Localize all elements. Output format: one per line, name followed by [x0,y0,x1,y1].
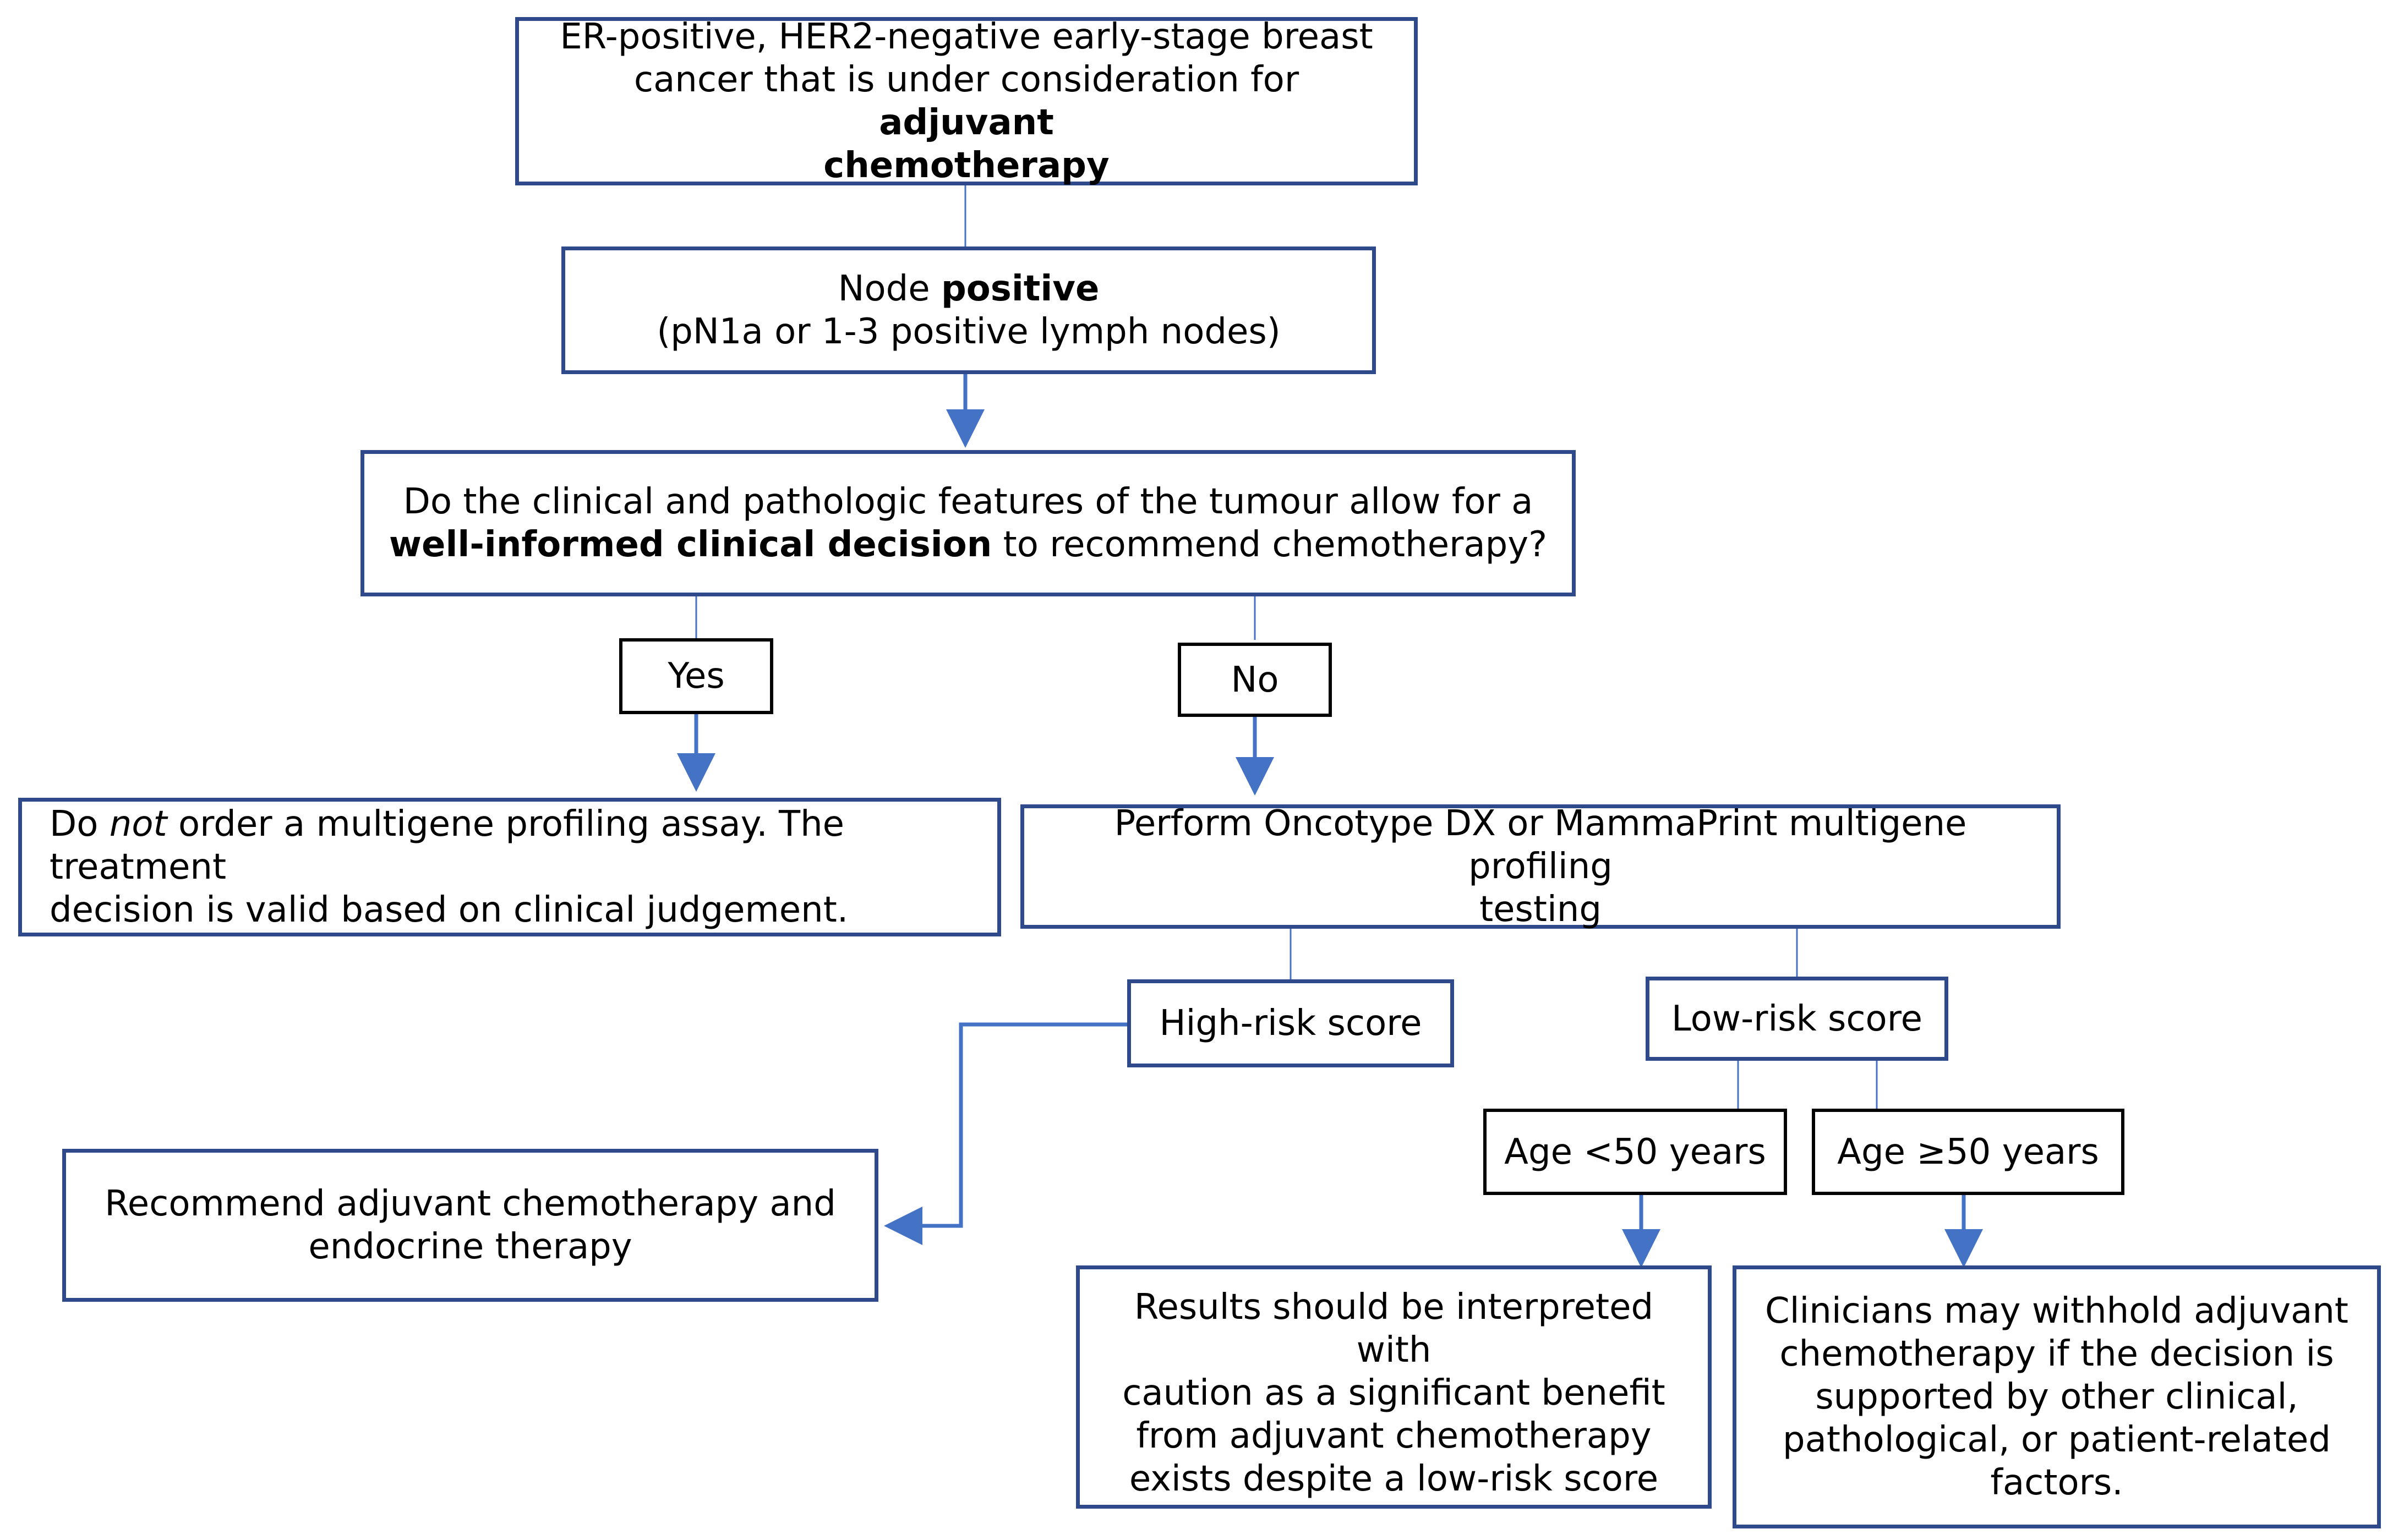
perform-line1: Perform Oncotype DX or MammaPrint multig… [1114,803,1967,887]
start-box: ER-positive, HER2-negative early-stage b… [515,17,1418,186]
node-positive-line2: (pN1a or 1-3 positive lymph nodes) [657,311,1281,352]
question-box: Do the clinical and pathologic features … [360,450,1576,596]
do-not-line2: decision is valid based on clinical judg… [50,890,849,930]
under-result-line1: Results should be interpreted with [1134,1287,1654,1371]
age-over-text: Age ≥50 years [1837,1131,2099,1172]
yes-text: Yes [668,656,725,697]
node-positive-box: Node positive (pN1a or 1-3 positive lymp… [561,246,1376,374]
start-line1: ER-positive, HER2-negative early-stage b… [560,17,1373,57]
no-text: No [1231,659,1279,700]
recommend-box: Recommend adjuvant chemotherapy and endo… [62,1149,878,1302]
over-result-line5: factors. [1990,1462,2123,1503]
no-label: No [1178,643,1332,717]
high-risk-text: High-risk score [1159,1003,1422,1044]
do-not-post: order a multigene profiling assay. The t… [50,804,845,887]
node-positive-bold: positive [941,268,1100,309]
recommend-line1: Recommend adjuvant chemotherapy and [105,1183,836,1224]
yes-label: Yes [619,638,773,714]
do-not-order-box: Do not order a multigene profiling assay… [18,798,1001,936]
over-50-result-box: Clinicians may withhold adjuvant chemoth… [1733,1265,2381,1528]
age-under-50-label: Age <50 years [1483,1109,1787,1195]
start-bold-adjuvant: adjuvant [879,102,1054,143]
over-result-line2: chemotherapy if the decision is [1779,1334,2334,1374]
question-line2-post: to recommend chemotherapy? [1003,524,1548,565]
low-risk-text: Low-risk score [1671,998,1922,1039]
over-result-line1: Clinicians may withhold adjuvant [1765,1291,2348,1331]
under-50-result-box: Results should be interpreted with cauti… [1076,1265,1712,1509]
question-bold: well-informed clinical decision [389,524,992,565]
under-result-line2: caution as a significant benefit [1122,1373,1665,1413]
perform-line2: testing [1479,889,1602,930]
over-result-line4: pathological, or patient-related [1783,1420,2331,1460]
node-positive-pre: Node [838,268,930,309]
recommend-line2: endocrine therapy [308,1226,632,1267]
over-result-line3: supported by other clinical, [1815,1377,2298,1417]
high-risk-box: High-risk score [1127,979,1454,1067]
arrow-high-to-recommend [884,1022,1127,1245]
perform-testing-box: Perform Oncotype DX or MammaPrint multig… [1020,803,2061,930]
start-bold-chemotherapy: chemotherapy [823,145,1110,186]
question-line1: Do the clinical and pathologic features … [403,481,1533,522]
low-risk-box: Low-risk score [1646,977,1948,1061]
age-over-50-label: Age ≥50 years [1812,1109,2124,1195]
under-result-line3: from adjuvant chemotherapy [1136,1416,1652,1456]
start-line2: cancer that is under consideration for [633,59,1299,100]
do-not-pre: Do [50,804,99,845]
under-result-line4: exists despite a low-risk score [1129,1459,1659,1499]
age-under-text: Age <50 years [1504,1131,1766,1172]
do-not-italic: not [109,804,167,845]
